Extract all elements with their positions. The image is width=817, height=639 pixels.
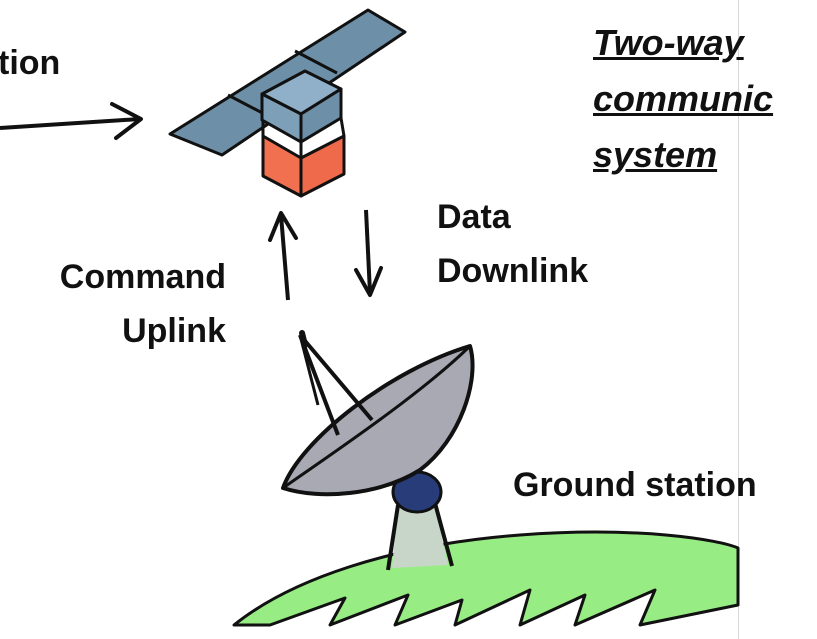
command-uplink-label-line2: Uplink: [122, 312, 226, 350]
ground-hill: [232, 530, 740, 627]
incoming-arrow: [0, 102, 143, 140]
downlink-arrow: [354, 209, 383, 297]
page-divider-line: [738, 0, 739, 639]
partial-station-label: tion: [0, 44, 61, 82]
command-uplink-label-line1: Command: [59, 258, 226, 296]
uplink-arrow: [268, 211, 298, 301]
dish-mount: [386, 502, 454, 571]
data-downlink-label-line1: Data: [437, 198, 511, 236]
satellite-dish-icon: [281, 330, 475, 514]
title-line-1: Two-way: [593, 22, 744, 63]
ground-station-label: Ground station: [513, 466, 757, 504]
data-downlink-label-line2: Downlink: [437, 252, 589, 290]
title-line-3: system: [593, 134, 718, 175]
title-line-2: communic: [593, 78, 774, 119]
satellite-icon: [168, 8, 407, 198]
